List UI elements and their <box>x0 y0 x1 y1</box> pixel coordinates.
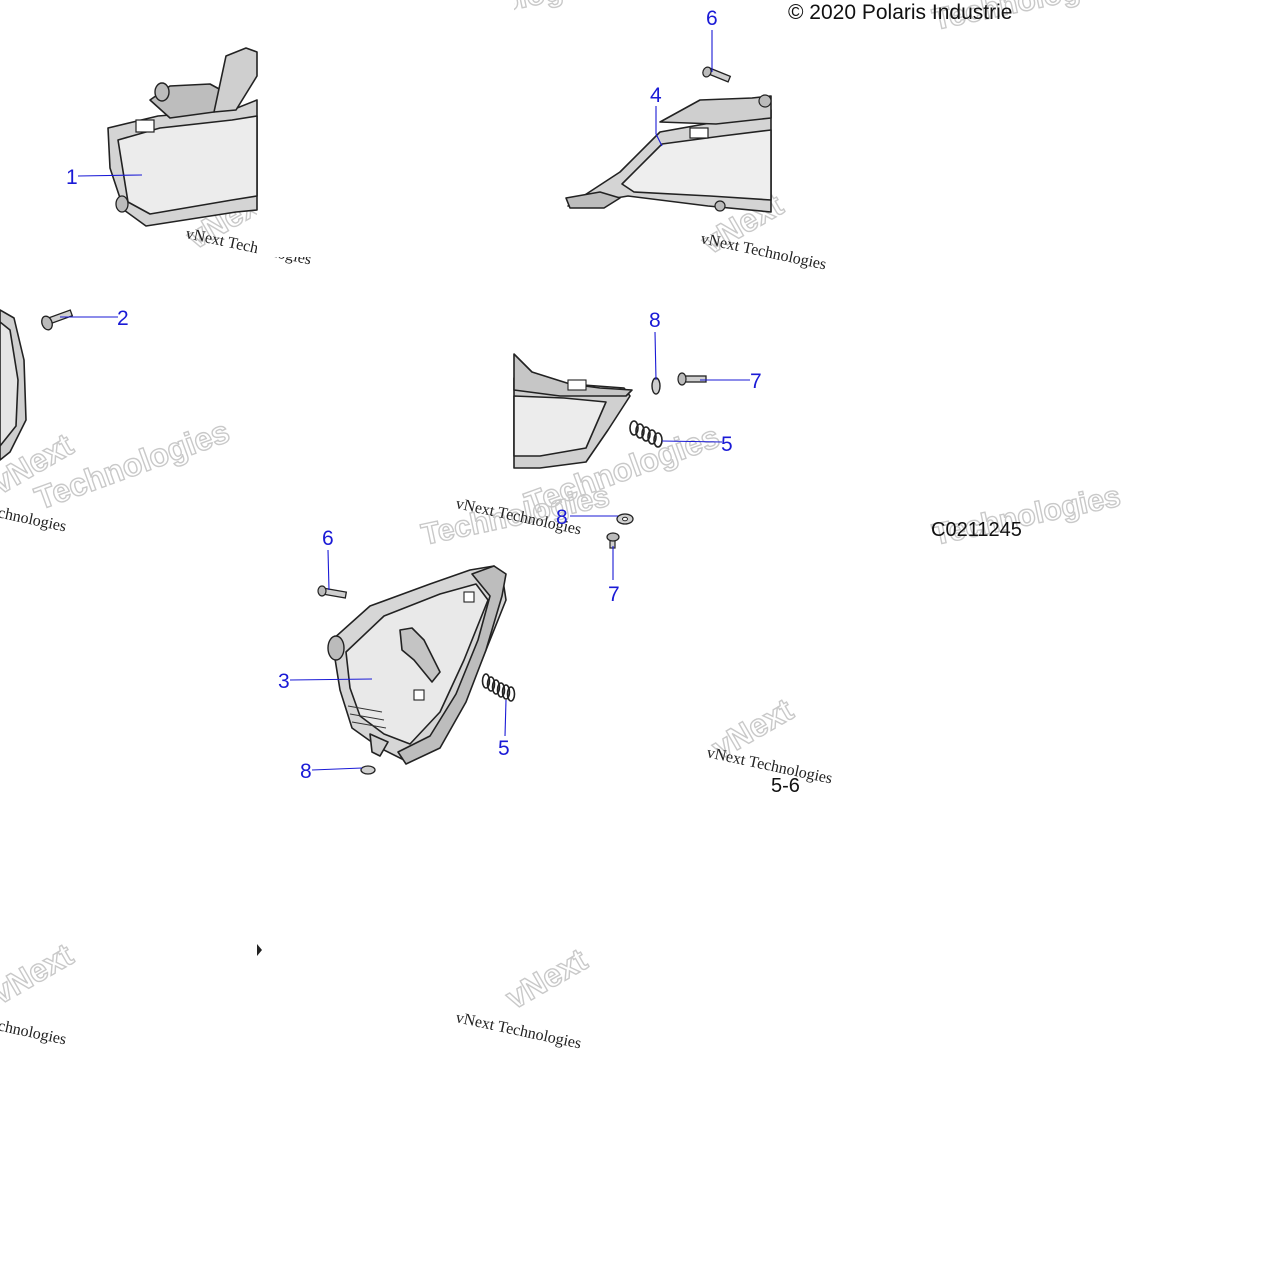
part-washer-8-mid <box>651 377 661 395</box>
part-headlight-right <box>565 94 772 213</box>
callout-8: 8 <box>300 760 312 783</box>
watermark-technologies: Technologies <box>930 480 1124 552</box>
callout-5: 5 <box>721 433 733 456</box>
watermark-vnext: vNext <box>500 941 594 1016</box>
part-screw-6-low <box>317 585 348 599</box>
callout-2: 2 <box>117 307 129 330</box>
watermark-vnext-technologies: vNext Technologies <box>0 1005 68 1048</box>
part-spring-5-mid <box>629 420 663 448</box>
tile-masks <box>257 0 514 257</box>
part-spring-5-low <box>481 673 516 702</box>
page-number: 5-6 <box>771 775 800 797</box>
watermark-vnext-technologies: vNext Technologies <box>705 744 834 787</box>
callout-1: 1 <box>66 166 78 189</box>
callout-4: 4 <box>650 84 662 107</box>
part-fragment-bottom <box>257 944 262 956</box>
callout-3: 3 <box>278 670 290 693</box>
part-headlight-lower <box>327 565 507 765</box>
tile-cut-masks <box>257 0 514 108</box>
leader-lines <box>60 30 750 771</box>
part-washer-8-low <box>616 513 634 525</box>
part-headlight-left <box>107 47 258 227</box>
watermark-vnext: vNext <box>0 936 79 1011</box>
callout-7: 7 <box>750 370 762 393</box>
callout-8: 8 <box>649 309 661 332</box>
part-housing-fragment <box>513 353 633 469</box>
part-screw-6-top <box>702 66 732 83</box>
callout-8: 8 <box>556 506 568 529</box>
part-screw-7-mid <box>677 372 707 386</box>
copyright-text: © 2020 Polaris Industrie <box>788 1 1012 24</box>
diagram-code: C0211245 <box>931 519 1022 541</box>
watermark-vnext-technologies: vNext Technologies <box>454 1009 583 1052</box>
callout-6: 6 <box>706 7 718 30</box>
callout-7: 7 <box>608 583 620 606</box>
part-screw-7-low <box>606 532 620 549</box>
callout-6: 6 <box>322 527 334 550</box>
part-washer-8-bottom <box>360 765 376 775</box>
callout-5: 5 <box>498 737 510 760</box>
callout-layer: 1 2 3 4 5 5 6 6 7 7 8 8 8 <box>66 7 762 783</box>
